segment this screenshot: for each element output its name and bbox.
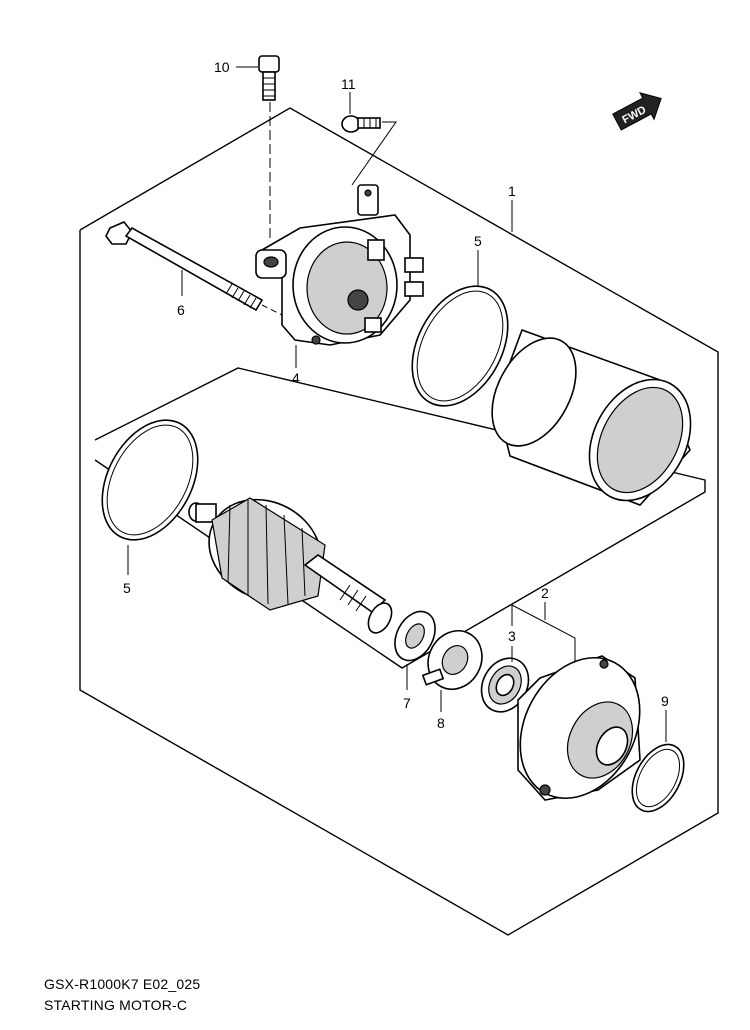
fwd-arrow-icon: FWD <box>612 92 662 131</box>
oil-seal-3 <box>480 657 530 713</box>
callout-11: 11 <box>341 76 356 92</box>
motor-yoke <box>491 328 692 506</box>
callout-3: 3 <box>508 628 516 644</box>
callout-10: 10 <box>214 59 230 75</box>
leader-2-bracket <box>511 604 576 662</box>
lock-washer-8 <box>421 630 483 690</box>
leader-11-bracket <box>351 121 397 186</box>
screw-11 <box>341 115 381 133</box>
end-cover-4 <box>255 184 424 346</box>
callout-1: 1 <box>508 183 516 199</box>
callout-7: 7 <box>403 695 411 711</box>
callout-4: 4 <box>292 370 300 386</box>
inner-frame-divider <box>94 367 706 669</box>
armature <box>188 497 393 634</box>
callout-8: 8 <box>437 715 445 731</box>
callout-9: 9 <box>661 693 669 709</box>
callout-6: 6 <box>177 302 185 318</box>
callout-5-upper: 5 <box>474 233 482 249</box>
through-bolt-6 <box>105 221 264 312</box>
callout-5-lower: 5 <box>123 580 131 596</box>
o-ring-9 <box>631 743 685 813</box>
assembly-frame <box>79 107 719 936</box>
callout-2: 2 <box>541 585 549 601</box>
o-ring-5-lower <box>101 419 199 541</box>
drive-end-housing-2 <box>517 655 641 801</box>
leader-6-ext <box>261 304 283 316</box>
bolt-10 <box>258 55 280 101</box>
o-ring-5-upper <box>411 285 509 407</box>
diagram-title: STARTING MOTOR-C <box>44 997 188 1013</box>
diagram-code: GSX-R1000K7 E02_025 <box>44 976 201 992</box>
